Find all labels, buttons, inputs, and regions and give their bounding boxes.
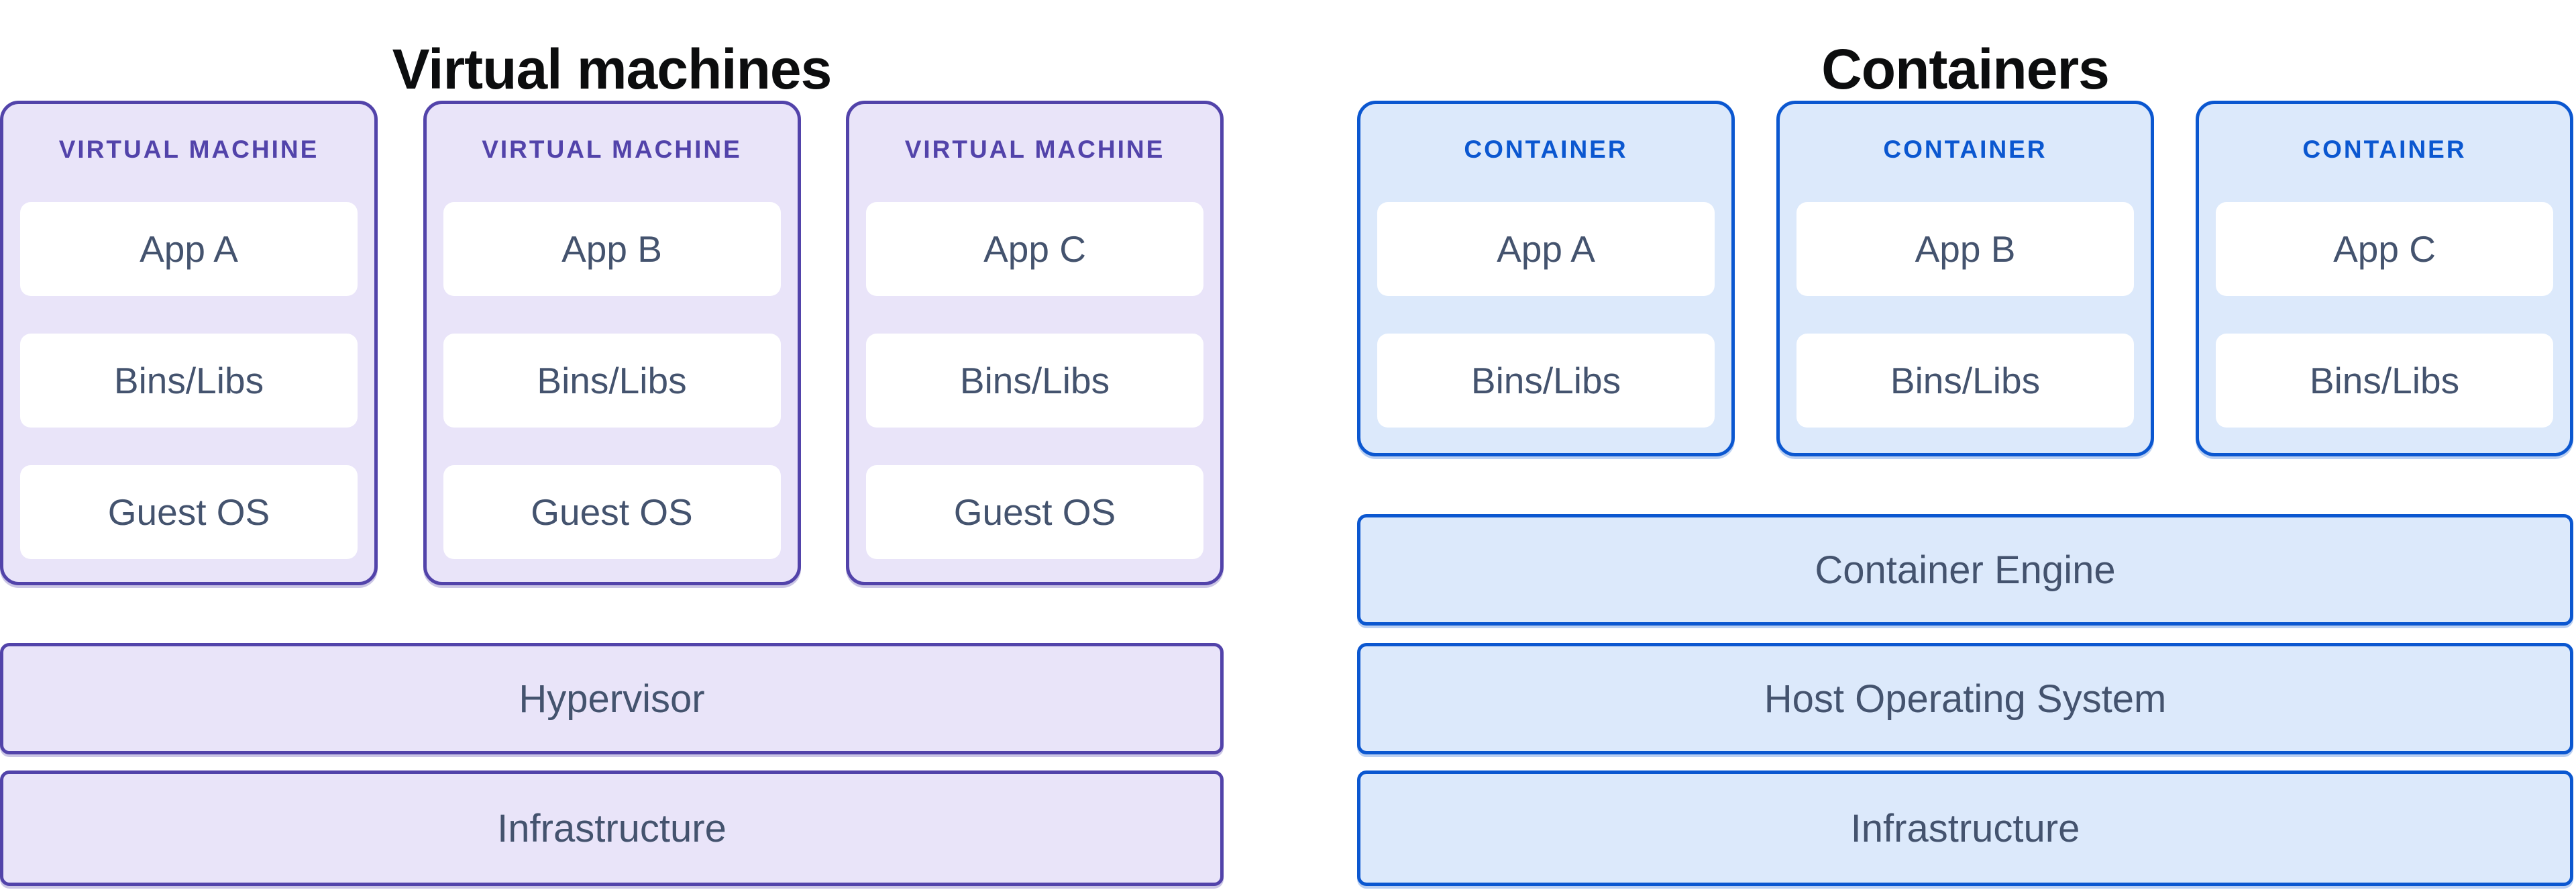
app-slot: App B	[1796, 202, 2134, 296]
vm-card-label: VIRTUAL MACHINE	[482, 136, 742, 163]
bins-libs-slot: Bins/Libs	[20, 334, 358, 428]
vm-cards-row: VIRTUAL MACHINE App A Bins/Libs Guest OS…	[0, 101, 1224, 585]
guest-os-slot: Guest OS	[443, 465, 781, 559]
bins-libs-slot: Bins/Libs	[2216, 334, 2553, 428]
container-cards-row: CONTAINER App A Bins/Libs CONTAINER App …	[1357, 101, 2573, 456]
host-os-layer: Host Operating System	[1357, 643, 2573, 754]
containers-section: Containers CONTAINER App A Bins/Libs CON…	[1357, 0, 2573, 894]
vm-card: VIRTUAL MACHINE App B Bins/Libs Guest OS	[423, 101, 801, 585]
vm-card: VIRTUAL MACHINE App C Bins/Libs Guest OS	[846, 101, 1224, 585]
bins-libs-slot: Bins/Libs	[443, 334, 781, 428]
vm-card-label: VIRTUAL MACHINE	[58, 136, 319, 163]
vm-section-title: Virtual machines	[392, 38, 833, 101]
infrastructure-layer: Infrastructure	[1357, 771, 2573, 886]
container-card: CONTAINER App B Bins/Libs	[1776, 101, 2154, 456]
guest-os-slot: Guest OS	[20, 465, 358, 559]
vm-card-label: VIRTUAL MACHINE	[904, 136, 1165, 163]
container-engine-layer: Container Engine	[1357, 514, 2573, 626]
infrastructure-layer: Infrastructure	[0, 771, 1224, 886]
container-card-label: CONTAINER	[1464, 136, 1628, 163]
containers-section-title: Containers	[1821, 38, 2110, 101]
app-slot: App A	[20, 202, 358, 296]
guest-os-slot: Guest OS	[866, 465, 1203, 559]
bins-libs-slot: Bins/Libs	[1796, 334, 2134, 428]
container-card-label: CONTAINER	[1883, 136, 2047, 163]
bins-libs-slot: Bins/Libs	[1377, 334, 1715, 428]
app-slot: App C	[2216, 202, 2553, 296]
bins-libs-slot: Bins/Libs	[866, 334, 1203, 428]
virtual-machines-section: Virtual machines VIRTUAL MACHINE App A B…	[0, 0, 1224, 894]
app-slot: App A	[1377, 202, 1715, 296]
container-card: CONTAINER App A Bins/Libs	[1357, 101, 1735, 456]
container-card-label: CONTAINER	[2302, 136, 2467, 163]
app-slot: App B	[443, 202, 781, 296]
app-slot: App C	[866, 202, 1203, 296]
vm-card: VIRTUAL MACHINE App A Bins/Libs Guest OS	[0, 101, 378, 585]
hypervisor-layer: Hypervisor	[0, 643, 1224, 754]
container-card: CONTAINER App C Bins/Libs	[2196, 101, 2573, 456]
